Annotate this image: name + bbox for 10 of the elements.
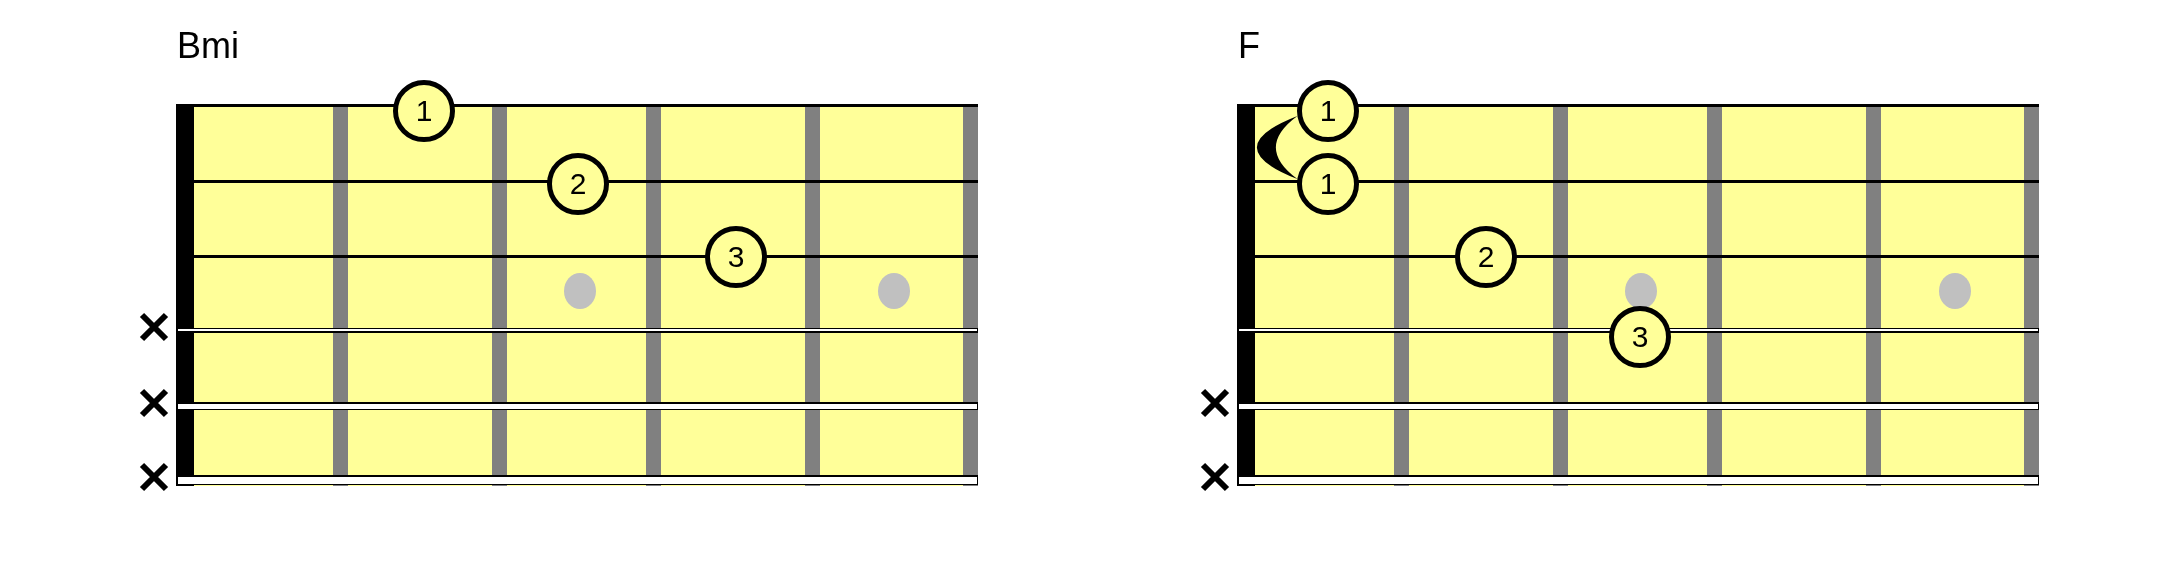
finger-circle: 2: [547, 153, 609, 215]
finger-circle: 1: [1297, 153, 1359, 215]
finger-circle: 1: [1297, 80, 1359, 142]
barre-arc: [1256, 115, 1298, 180]
finger-circle: 3: [1609, 306, 1671, 368]
chord-name: F: [1238, 28, 1260, 64]
finger-circle: 1: [393, 80, 455, 142]
finger-circle: 3: [705, 226, 767, 288]
finger-circle: 2: [1455, 226, 1517, 288]
chord-name: Bmi: [177, 28, 239, 64]
